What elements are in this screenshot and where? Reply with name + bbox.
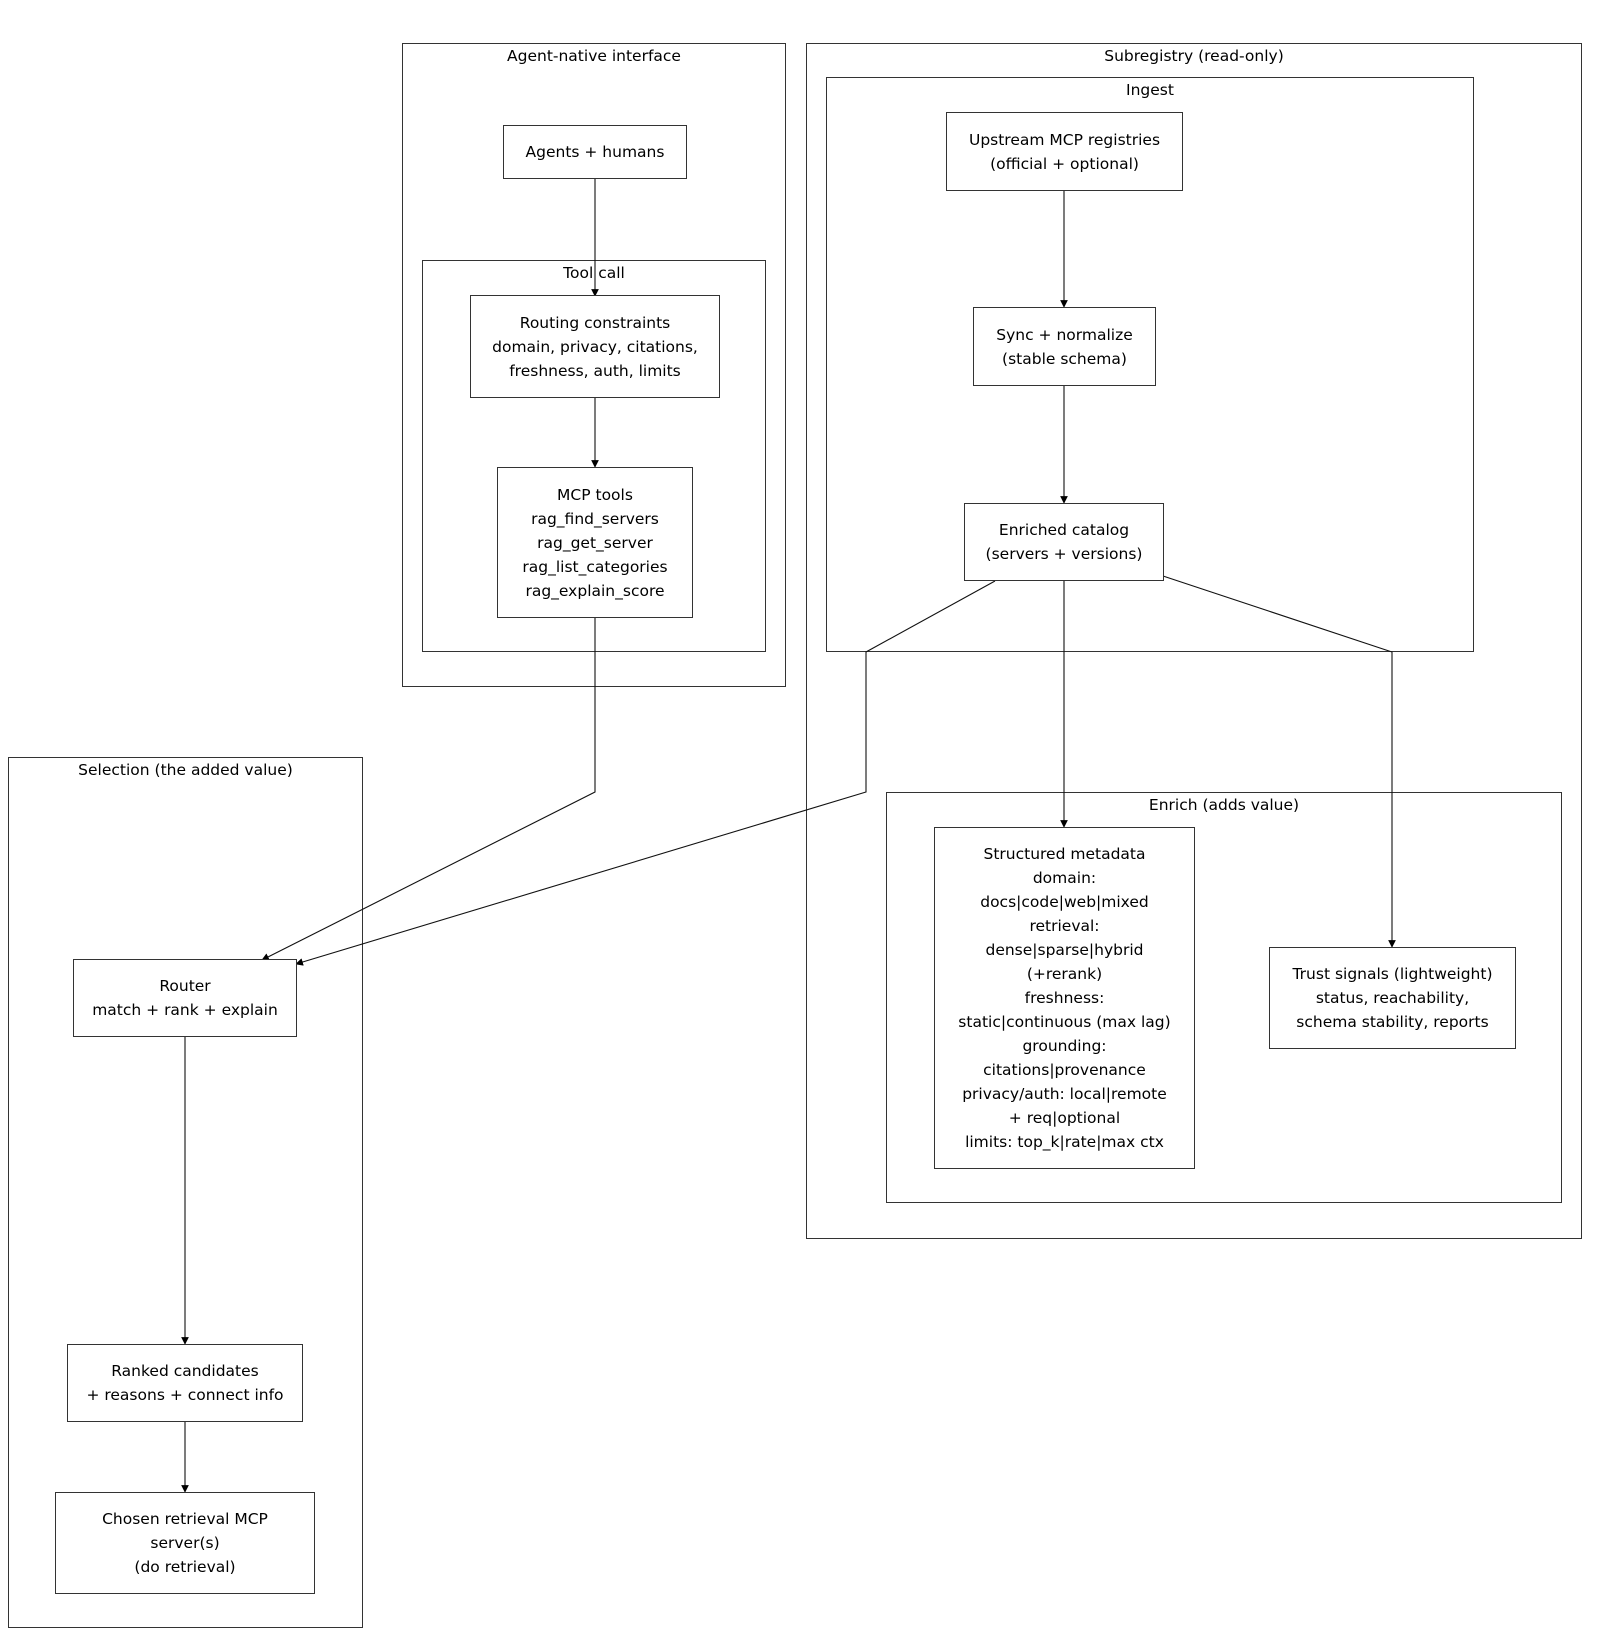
node-mcp-tools: MCP tools rag_find_servers rag_get_serve… (497, 467, 693, 618)
group-title-ingest: Ingest (1126, 81, 1174, 99)
node-router: Router match + rank + explain (73, 959, 297, 1037)
node-upstream-registries: Upstream MCP registries (official + opti… (946, 112, 1183, 191)
group-title-subregistry: Subregistry (read-only) (1104, 47, 1284, 65)
group-enrich: Enrich (adds value) (886, 792, 1562, 1203)
group-agent-native-interface: Agent-native interface (402, 43, 786, 687)
node-structured-metadata: Structured metadata domain: docs|code|we… (934, 827, 1195, 1169)
node-enriched-catalog: Enriched catalog (servers + versions) (964, 503, 1164, 581)
edge-catalog-to-router (295, 580, 996, 966)
node-sync-normalize: Sync + normalize (stable schema) (973, 307, 1156, 386)
node-trust-signals: Trust signals (lightweight) status, reac… (1269, 947, 1516, 1049)
group-title-agent-native-interface: Agent-native interface (507, 47, 681, 65)
group-title-enrich: Enrich (adds value) (1148, 796, 1300, 814)
group-subregistry: Subregistry (read-only) (806, 43, 1582, 1239)
group-title-tool-call: Tool call (563, 264, 625, 282)
node-ranked-candidates: Ranked candidates + reasons + connect in… (67, 1344, 303, 1422)
group-selection: Selection (the added value) (8, 757, 363, 1628)
node-routing-constraints: Routing constraints domain, privacy, cit… (470, 295, 720, 398)
group-tool-call: Tool call (422, 260, 766, 652)
group-title-selection: Selection (the added value) (78, 761, 293, 779)
edge-catalog-to-trust (1162, 575, 1396, 948)
node-chosen-retrieval-server: Chosen retrieval MCP server(s) (do retri… (55, 1492, 315, 1594)
node-agents-humans: Agents + humans (503, 125, 687, 179)
group-ingest: Ingest (826, 77, 1474, 652)
edge-mcp-tools-to-router (261, 617, 596, 961)
